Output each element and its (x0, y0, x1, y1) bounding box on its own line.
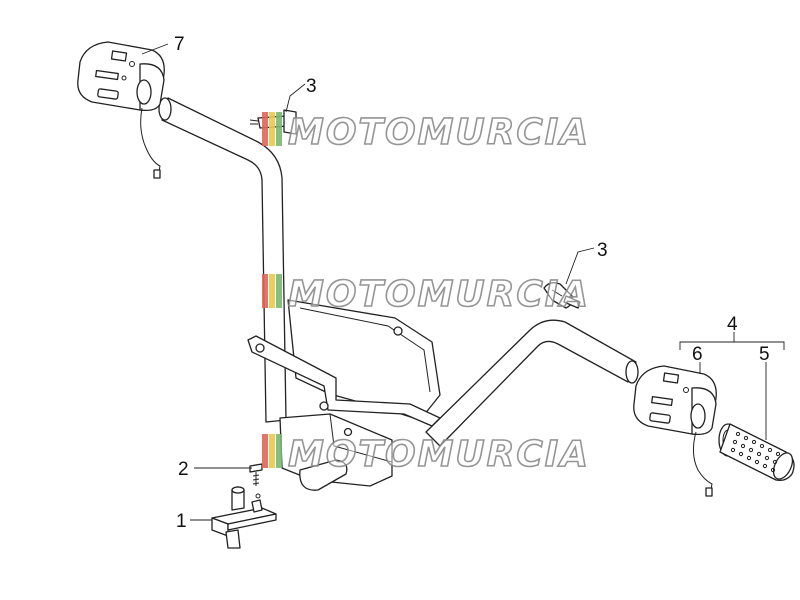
callout-numbers: 7 3 3 4 6 5 2 1 (174, 34, 770, 532)
callout-3-middle: 3 (597, 240, 608, 261)
right-switch-housing (633, 365, 717, 497)
clamp-hole (343, 427, 353, 437)
screw-middle (543, 282, 581, 309)
callout-1: 1 (176, 511, 187, 532)
clamp-slot (299, 459, 348, 491)
handlebar (158, 97, 639, 491)
watermark-middle: MOTOMURCIA (262, 273, 590, 316)
grip-texture (730, 431, 781, 473)
watermark-top: MOTOMURCIA (262, 111, 590, 154)
handlebar-left-end (158, 97, 172, 121)
left-switch-housing (77, 41, 165, 179)
mounting-bracket (211, 486, 277, 549)
crossbar-plate (247, 335, 441, 427)
right-switch-wire (692, 431, 713, 495)
callout-3-upper: 3 (306, 76, 317, 97)
leader-lines (141, 43, 785, 521)
crossbar-hole-left (255, 343, 265, 353)
watermark-text-top: MOTOMURCIA (288, 112, 590, 153)
callout-7: 7 (174, 34, 185, 55)
small-screw (249, 463, 263, 486)
bracket-hole (393, 326, 403, 336)
crossbar-hole-right (319, 401, 329, 411)
handlebar-right-end (625, 360, 639, 384)
handlebar-right-tube (425, 319, 637, 447)
callout-2: 2 (178, 459, 189, 480)
callout-4: 4 (727, 314, 738, 335)
left-switch-wire (140, 107, 161, 177)
handlebar-grip (718, 423, 795, 482)
watermark-text-middle: MOTOMURCIA (288, 274, 590, 315)
handlebar-left-tube (161, 97, 287, 423)
watermark-bottom: MOTOMURCIA (262, 433, 590, 476)
callout-6: 6 (692, 344, 703, 365)
callout-5: 5 (759, 344, 770, 365)
watermark-text-bottom: MOTOMURCIA (288, 434, 590, 475)
